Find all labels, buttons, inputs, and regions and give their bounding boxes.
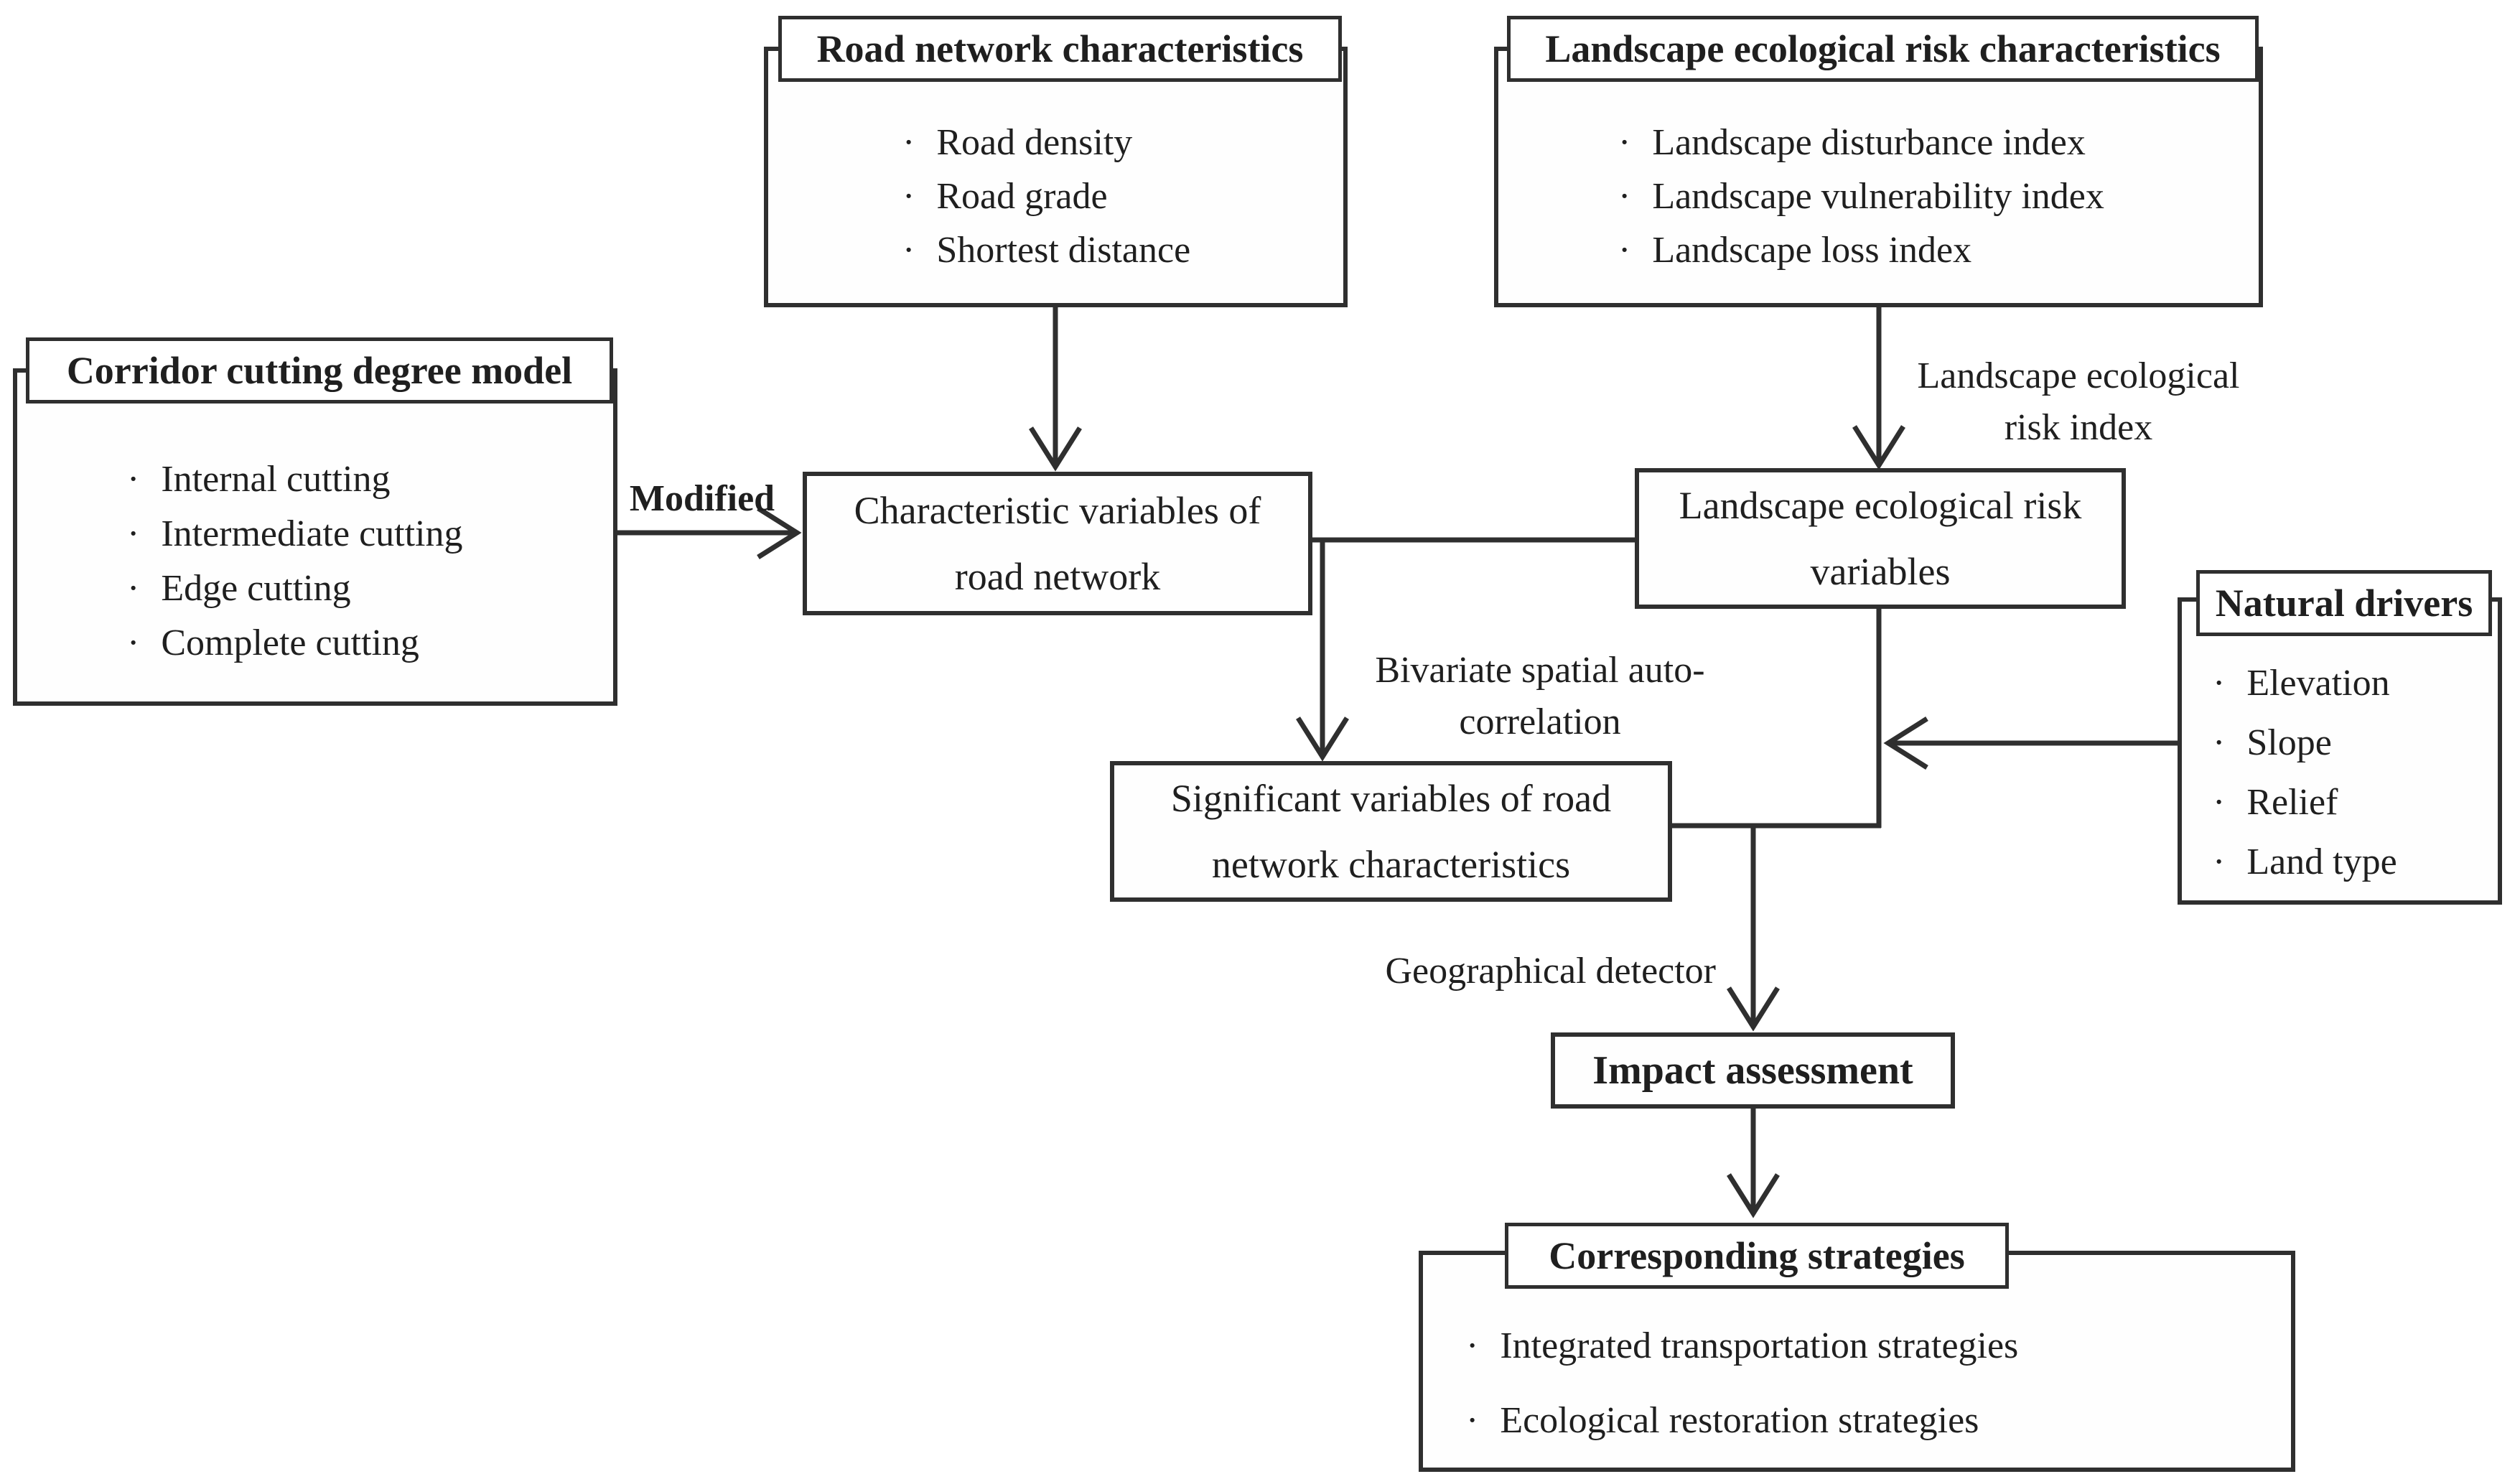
corridor-list: Internal cutting Intermediate cutting Ed… (127, 460, 463, 663)
box-characteristic-variables: Characteristic variables of road network (803, 472, 1312, 615)
box-corresponding-strategies: Corresponding strategies Integrated tran… (1419, 1223, 2295, 1472)
box-title-corridor: Corridor cutting degree model (26, 337, 613, 404)
box-landscape-risk-characteristics: Landscape ecological risk characteristic… (1494, 16, 2263, 307)
edge-label-bivariate: Bivariate spatial auto-correlation (1375, 650, 1705, 742)
list-item: Slope (2213, 724, 2397, 762)
arrowhead-down-icon (1727, 986, 1780, 1032)
box-natural-drivers: Natural drivers Elevation Slope Relief L… (2178, 570, 2502, 905)
list-item: Landscape disturbance index (1618, 123, 2104, 162)
list-item: Landscape vulnerability index (1618, 177, 2104, 216)
box-title-road-network: Road network characteristics (778, 16, 1342, 82)
box-title-natural-drivers: Natural drivers (2196, 570, 2492, 636)
edge-label-risk-index: Landscape ecological risk index (1917, 355, 2240, 448)
natural-drivers-list: Elevation Slope Relief Land type (2213, 664, 2397, 882)
box-impact-assessment: Impact assessment (1551, 1032, 1955, 1109)
box-landscape-risk-variables: Landscape ecological risk variables (1635, 468, 2126, 609)
edge-label-modified: Modified (629, 478, 775, 519)
arrowhead-down-icon (1852, 425, 1905, 470)
list-item: Intermediate cutting (127, 515, 462, 554)
arrowhead-right-icon (757, 506, 802, 559)
list-item: Relief (2213, 783, 2397, 822)
list-item: Shortest distance (902, 231, 1190, 270)
list-item: Ecological restoration strategies (1466, 1401, 2018, 1440)
list-item: Complete cutting (127, 624, 463, 663)
list-item: Integrated transportation strategies (1466, 1327, 2018, 1366)
arrowhead-down-icon (1029, 426, 1082, 472)
box-significant-variables: Significant variables of road network ch… (1110, 761, 1672, 902)
list-item: Road density (902, 123, 1190, 162)
arrowhead-down-icon (1296, 717, 1349, 762)
box-title-landscape-risk: Landscape ecological risk characteristic… (1507, 16, 2259, 82)
list-item: Internal cutting (127, 460, 463, 499)
list-item: Elevation (2213, 664, 2397, 703)
list-item: Land type (2213, 843, 2397, 882)
box-title-strategies: Corresponding strategies (1505, 1223, 2009, 1289)
arrowhead-left-icon (1883, 717, 1928, 770)
box-corridor-cutting-model: Corridor cutting degree model Internal c… (13, 337, 617, 706)
landscape-risk-list: Landscape disturbance index Landscape vu… (1618, 123, 2104, 270)
edge-label-geographical-detector: Geographical detector (1385, 951, 1716, 992)
arrowhead-down-icon (1727, 1173, 1780, 1218)
list-item: Landscape loss index (1618, 231, 2104, 270)
strategies-list: Integrated transportation strategies Eco… (1466, 1327, 2018, 1440)
list-item: Road grade (902, 177, 1190, 216)
list-item: Edge cutting (127, 569, 463, 608)
box-road-network-characteristics: Road network characteristics Road densit… (764, 16, 1348, 307)
road-network-list: Road density Road grade Shortest distanc… (902, 123, 1190, 270)
